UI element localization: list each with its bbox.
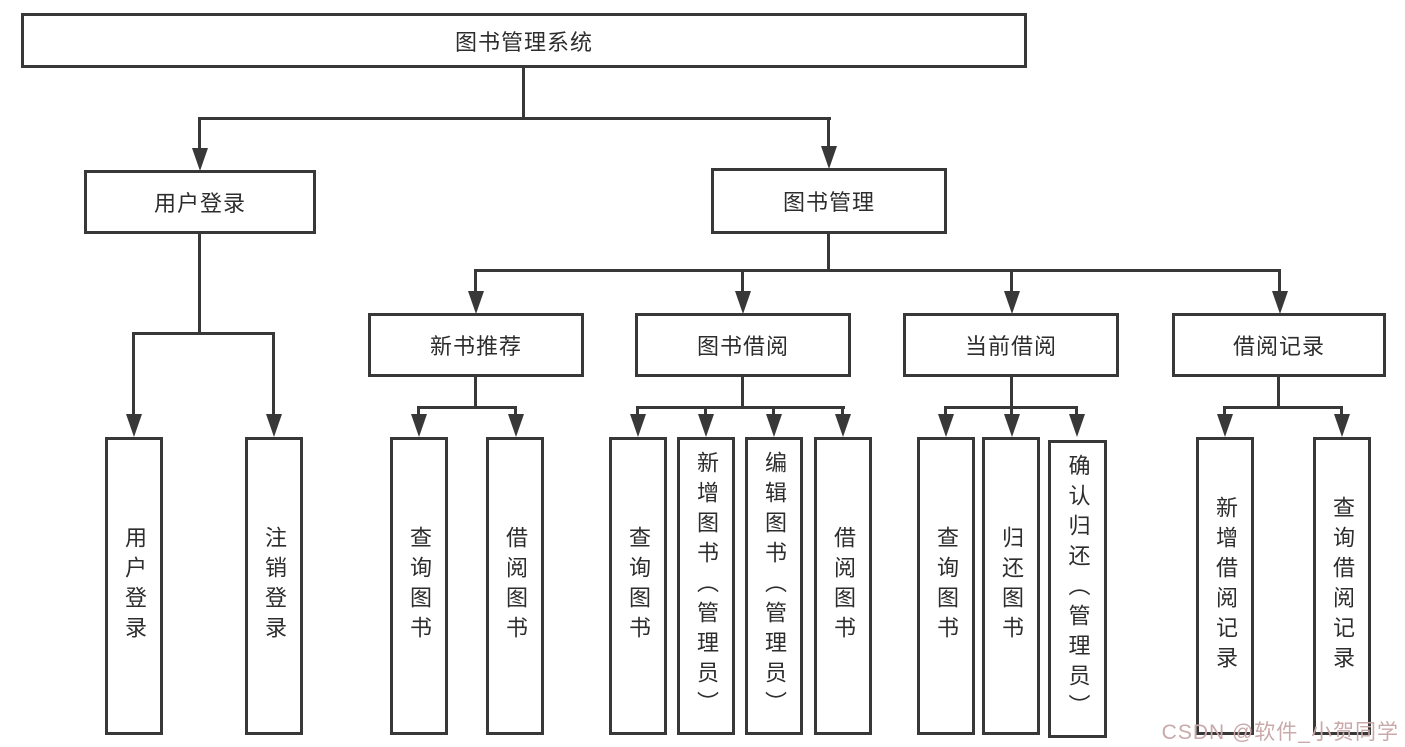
connector-line — [1278, 269, 1281, 294]
node-new-book-recommend: 新书推荐 — [368, 313, 584, 377]
leaf-br-add-record: 新增借阅记录 — [1196, 437, 1254, 735]
connector-line — [1075, 406, 1078, 417]
node-label: 查询图书 — [934, 526, 959, 646]
arrow-down-icon — [835, 414, 851, 437]
arrow-down-icon — [821, 146, 837, 169]
leaf-nb-borrow-books: 借阅图书 — [486, 437, 544, 735]
leaf-bb-borrow-books: 借阅图书 — [814, 437, 872, 735]
connector-line — [474, 269, 477, 294]
connector-line — [1223, 406, 1343, 409]
node-label: 借阅图书 — [831, 526, 856, 646]
node-current-borrowing: 当前借阅 — [903, 313, 1119, 377]
connector-line — [772, 406, 775, 417]
arrow-down-icon — [1004, 414, 1020, 437]
connector-line — [944, 406, 947, 417]
node-label: 用户登录 — [122, 526, 147, 646]
connector-line — [132, 332, 275, 335]
connector-line — [704, 406, 707, 417]
connector-line — [1340, 406, 1343, 417]
connector-line — [474, 377, 477, 409]
leaf-bb-add-books-admin: 新增图书（管理员） — [677, 437, 735, 735]
arrow-down-icon — [766, 414, 782, 437]
node-label: 借阅图书 — [503, 526, 528, 646]
arrow-down-icon — [508, 414, 524, 437]
connector-line — [514, 406, 517, 417]
node-label: 借阅记录 — [1232, 334, 1325, 359]
arrow-down-icon — [938, 414, 954, 437]
leaf-br-query-record: 查询借阅记录 — [1313, 437, 1371, 735]
csdn-watermark: CSDN @软件_小贺同学 — [1161, 721, 1399, 744]
connector-line — [741, 269, 744, 294]
arrow-down-icon — [126, 414, 142, 437]
connector-line — [272, 332, 275, 417]
node-label: 图书管理系统 — [454, 29, 593, 55]
arrow-down-icon — [630, 414, 646, 437]
node-label: 查询图书 — [407, 526, 432, 646]
connector-line — [1010, 406, 1013, 417]
arrow-down-icon — [1272, 291, 1288, 314]
connector-line — [198, 234, 201, 335]
node-label: 确认归还（管理员） — [1065, 454, 1091, 724]
arrow-down-icon — [411, 414, 427, 437]
node-book-borrowing: 图书借阅 — [635, 313, 851, 377]
node-label: 当前借阅 — [964, 334, 1057, 359]
connector-line — [1010, 377, 1013, 409]
connector-line — [474, 269, 1281, 272]
connector-line — [636, 406, 639, 417]
node-borrowing-records: 借阅记录 — [1172, 313, 1386, 377]
node-root-library-system: 图书管理系统 — [21, 13, 1027, 68]
leaf-user-login: 用户登录 — [105, 437, 163, 735]
node-label: 查询图书 — [626, 526, 651, 646]
connector-line — [827, 234, 830, 272]
leaf-nb-query-books: 查询图书 — [390, 437, 448, 735]
node-user-login-branch: 用户登录 — [84, 170, 316, 234]
arrow-down-icon — [266, 414, 282, 437]
arrow-down-icon — [698, 414, 714, 437]
arrow-down-icon — [1069, 414, 1085, 437]
connector-line — [1010, 269, 1013, 294]
connector-line — [198, 117, 201, 151]
connector-line — [1277, 377, 1280, 409]
node-label: 编辑图书（管理员） — [762, 451, 787, 721]
leaf-logout: 注销登录 — [245, 437, 303, 735]
leaf-cb-return-books: 归还图书 — [982, 437, 1040, 735]
connector-line — [522, 68, 525, 117]
node-label: 归还图书 — [999, 526, 1024, 646]
node-label: 新增借阅记录 — [1213, 496, 1238, 676]
connector-line — [636, 406, 845, 409]
connector-line — [741, 377, 744, 409]
arrow-down-icon — [1334, 414, 1350, 437]
arrow-down-icon — [1217, 414, 1233, 437]
node-label: 查询借阅记录 — [1330, 496, 1355, 676]
connector-line — [827, 117, 830, 149]
connector-line — [417, 406, 420, 417]
arrow-down-icon — [468, 291, 484, 314]
node-label: 图书借阅 — [696, 334, 789, 359]
arrow-down-icon — [735, 291, 751, 314]
arrow-down-icon — [1004, 291, 1020, 314]
node-label: 新书推荐 — [429, 334, 522, 359]
leaf-bb-edit-books-admin: 编辑图书（管理员） — [745, 437, 803, 735]
leaf-cb-query-books: 查询图书 — [917, 437, 975, 735]
node-label: 用户登录 — [153, 191, 246, 216]
connector-line — [1223, 406, 1226, 417]
connector-line — [417, 406, 517, 409]
leaf-bb-query-books: 查询图书 — [609, 437, 667, 735]
connector-line — [841, 406, 844, 417]
node-label: 新增图书（管理员） — [694, 451, 719, 721]
connector-line — [132, 332, 135, 417]
leaf-cb-confirm-return-admin: 确认归还（管理员） — [1048, 440, 1107, 738]
arrow-down-icon — [192, 148, 208, 171]
node-book-management: 图书管理 — [711, 168, 947, 234]
node-label: 注销登录 — [262, 526, 287, 646]
node-label: 图书管理 — [782, 190, 875, 215]
connector-line — [198, 117, 831, 120]
